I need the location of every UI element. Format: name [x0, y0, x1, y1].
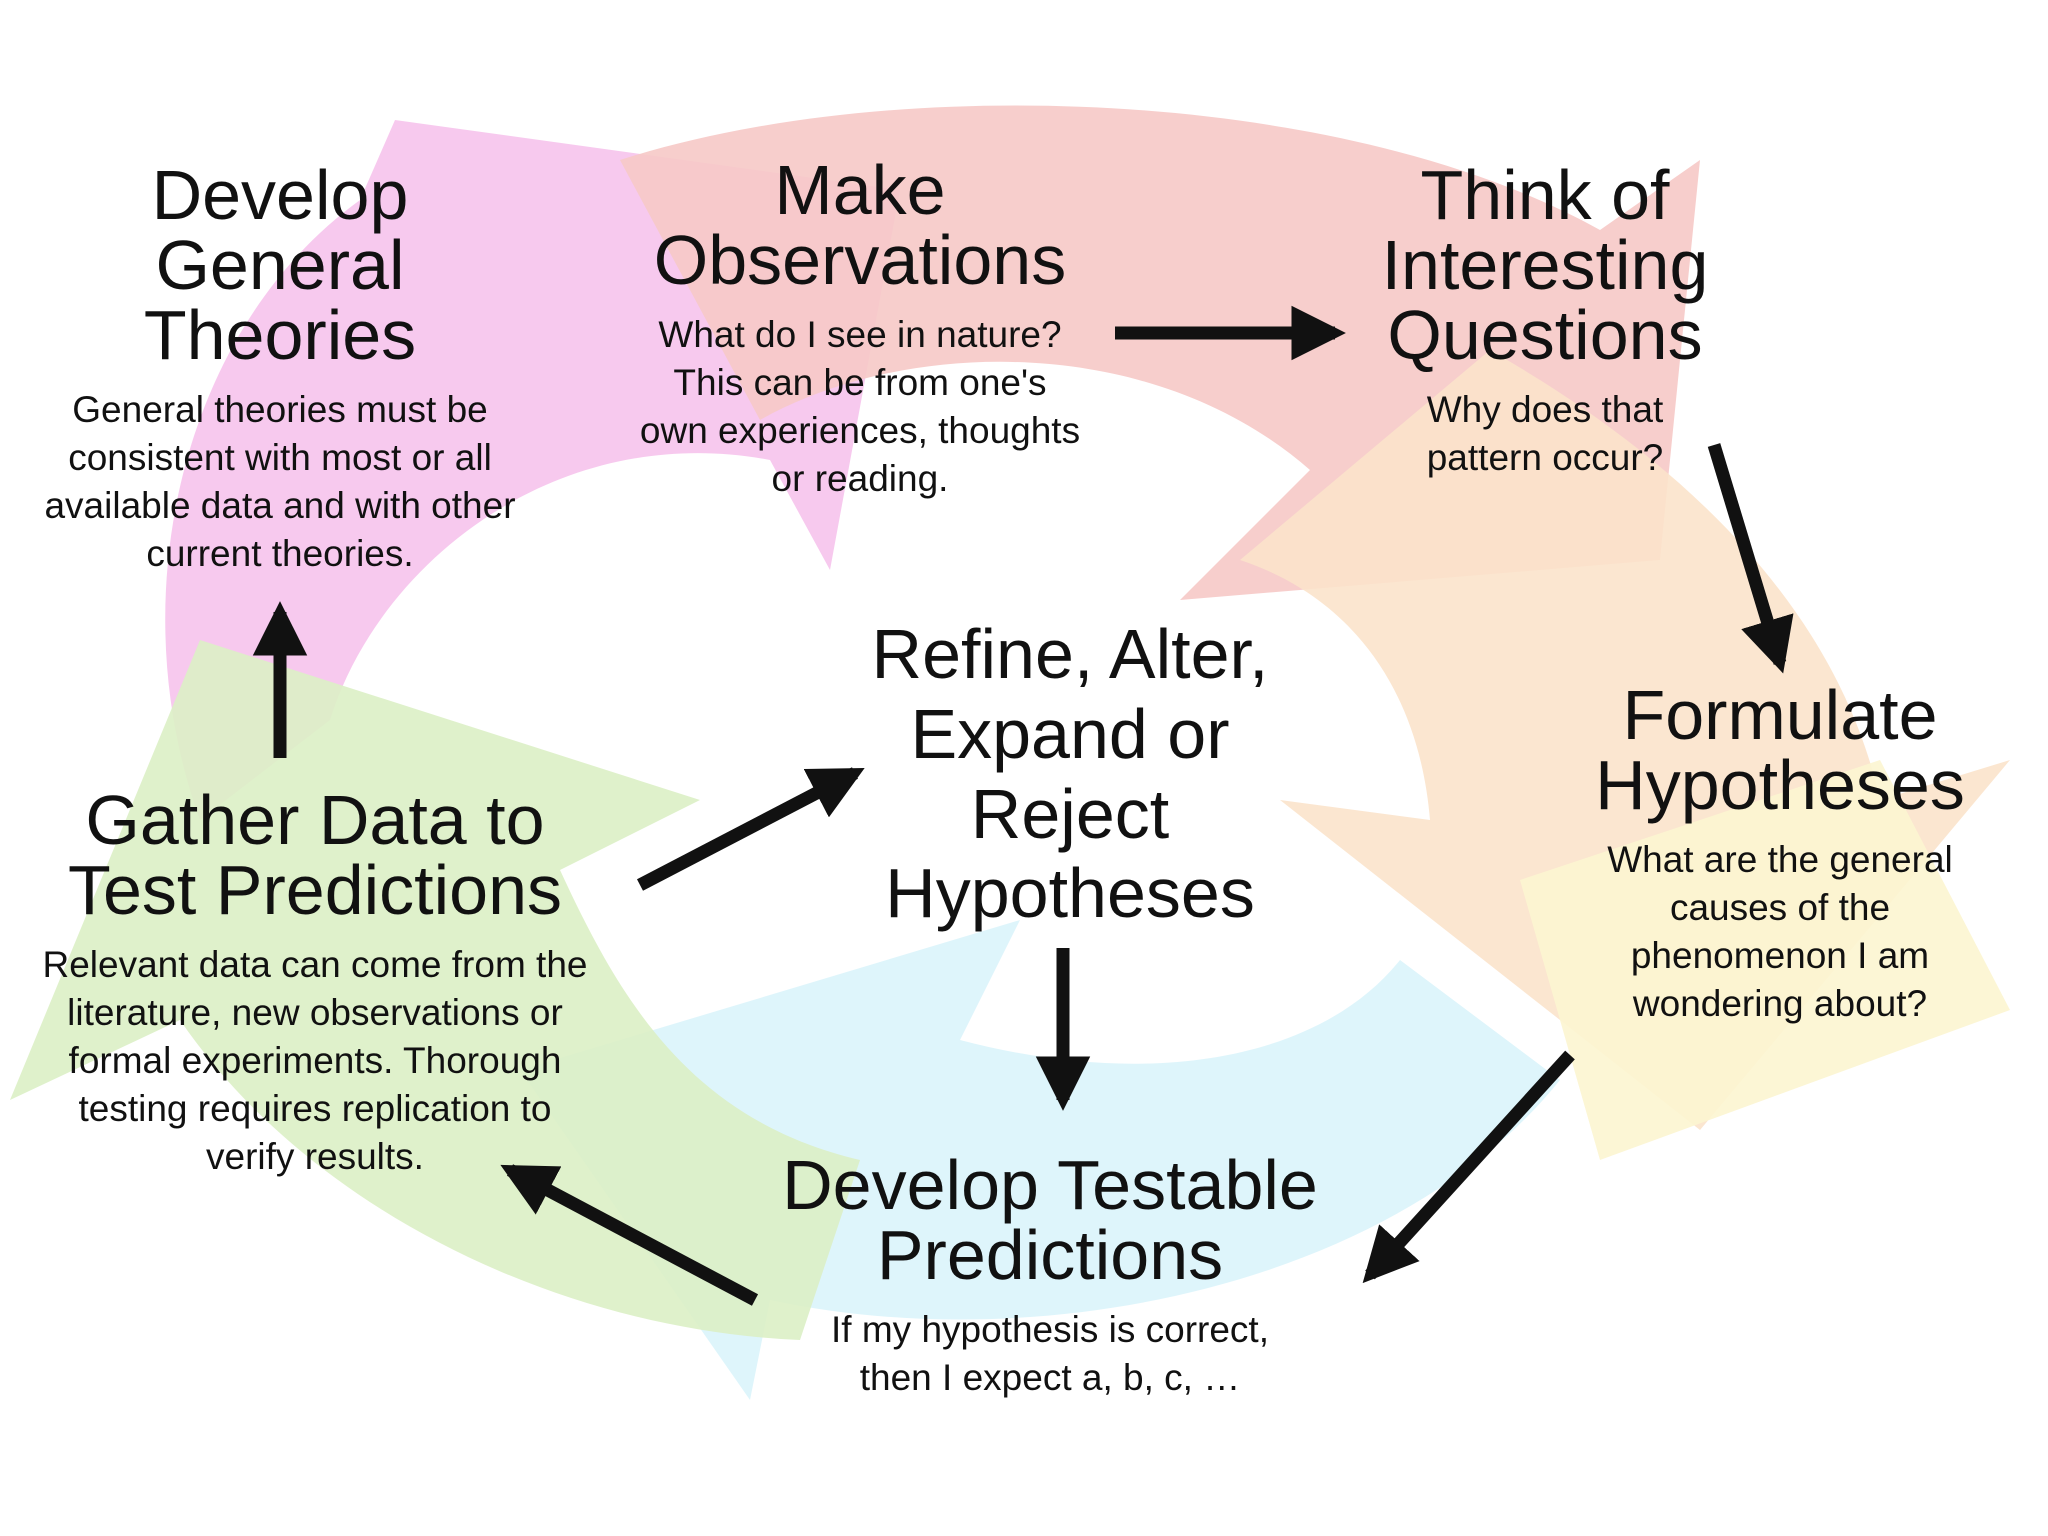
desc-line: testing requires replication to — [78, 1088, 552, 1130]
desc-line: literature, new observations or — [67, 992, 563, 1034]
node-title: Develop Testable Predictions — [740, 1150, 1360, 1290]
desc-line: pattern occur? — [1426, 437, 1664, 479]
desc-line: formal experiments. Thorough — [68, 1040, 562, 1082]
title-line: Test Predictions — [67, 851, 563, 929]
title-line: Develop — [151, 156, 409, 234]
yellow-cycle-arrow — [1520, 760, 2010, 1160]
arrow-gather-to-refine — [636, 767, 865, 891]
desc-line: causes of the — [1669, 887, 1891, 929]
desc-line: current theories. — [146, 533, 414, 575]
title-line: Theories — [143, 296, 417, 374]
node-title: Refine, Alter, Expand or Reject Hypothes… — [800, 615, 1340, 934]
desc-line: then I expect a, b, c, … — [859, 1357, 1241, 1399]
node-description: Relevant data can come from the literatu… — [0, 941, 630, 1181]
desc-line: own experiences, thoughts — [639, 410, 1081, 452]
title-line: Make — [774, 151, 946, 229]
title-line: General — [155, 226, 405, 304]
node-description: Why does that pattern occur? — [1310, 386, 1780, 482]
node-develop-general-theories: Develop General Theories General theorie… — [10, 160, 550, 578]
green-cycle-arrow — [10, 640, 860, 1340]
node-title: Develop General Theories — [10, 160, 550, 370]
arrow-hypotheses-to-predictions — [1362, 1050, 1575, 1284]
node-refine-alter-expand-reject: Refine, Alter, Expand or Reject Hypothes… — [800, 615, 1340, 934]
desc-line: What are the general — [1607, 839, 1953, 880]
desc-line: wondering about? — [1632, 983, 1928, 1025]
title-line: Interesting — [1381, 226, 1709, 304]
title-line: Refine, Alter, — [871, 615, 1269, 693]
desc-line: available data and with other — [44, 485, 516, 527]
node-description: General theories must be consistent with… — [10, 386, 550, 578]
desc-line: or reading. — [771, 458, 949, 500]
node-think-of-interesting-questions: Think of Interesting Questions Why does … — [1310, 160, 1780, 482]
node-title: Formulate Hypotheses — [1540, 680, 2020, 820]
desc-line: consistent with most or all — [68, 437, 492, 479]
title-line: Develop Testable — [782, 1146, 1318, 1224]
arrow-predictions-to-gather — [500, 1164, 759, 1306]
title-line: Predictions — [876, 1216, 1224, 1294]
node-title: Think of Interesting Questions — [1310, 160, 1780, 370]
node-description: If my hypothesis is correct, then I expe… — [740, 1306, 1360, 1402]
node-description: What do I see in nature? This can be fro… — [600, 311, 1120, 503]
node-description: What are the general causes of the pheno… — [1540, 836, 2020, 1028]
title-line: Hypotheses — [1595, 746, 1965, 824]
desc-line: This can be from one's — [673, 362, 1047, 404]
node-develop-testable-predictions: Develop Testable Predictions If my hypot… — [740, 1150, 1360, 1402]
desc-line: verify results. — [206, 1136, 424, 1178]
node-title: Make Observations — [600, 155, 1120, 295]
node-make-observations: Make Observations What do I see in natur… — [600, 155, 1120, 503]
desc-line: What do I see in nature? — [658, 314, 1062, 355]
desc-line: phenomenon I am — [1630, 935, 1930, 977]
arrow-questions-to-hypotheses — [1707, 443, 1794, 674]
desc-line: If my hypothesis is correct, — [831, 1309, 1269, 1350]
node-gather-data: Gather Data to Test Predictions Relevant… — [0, 785, 630, 1181]
title-line: Hypotheses — [885, 854, 1255, 933]
title-line: Gather Data to — [85, 781, 545, 859]
title-line: Formulate — [1622, 676, 1938, 754]
title-line: Observations — [653, 221, 1067, 299]
node-formulate-hypotheses: Formulate Hypotheses What are the genera… — [1540, 680, 2020, 1028]
title-line: Expand or — [910, 694, 1230, 773]
node-title: Gather Data to Test Predictions — [0, 785, 630, 925]
title-line: Questions — [1387, 296, 1703, 374]
title-line: Reject — [970, 774, 1170, 853]
desc-line: Why does that — [1426, 389, 1664, 430]
title-line: Think of — [1420, 156, 1670, 234]
desc-line: Relevant data can come from the — [42, 944, 588, 985]
desc-line: General theories must be — [72, 389, 488, 430]
